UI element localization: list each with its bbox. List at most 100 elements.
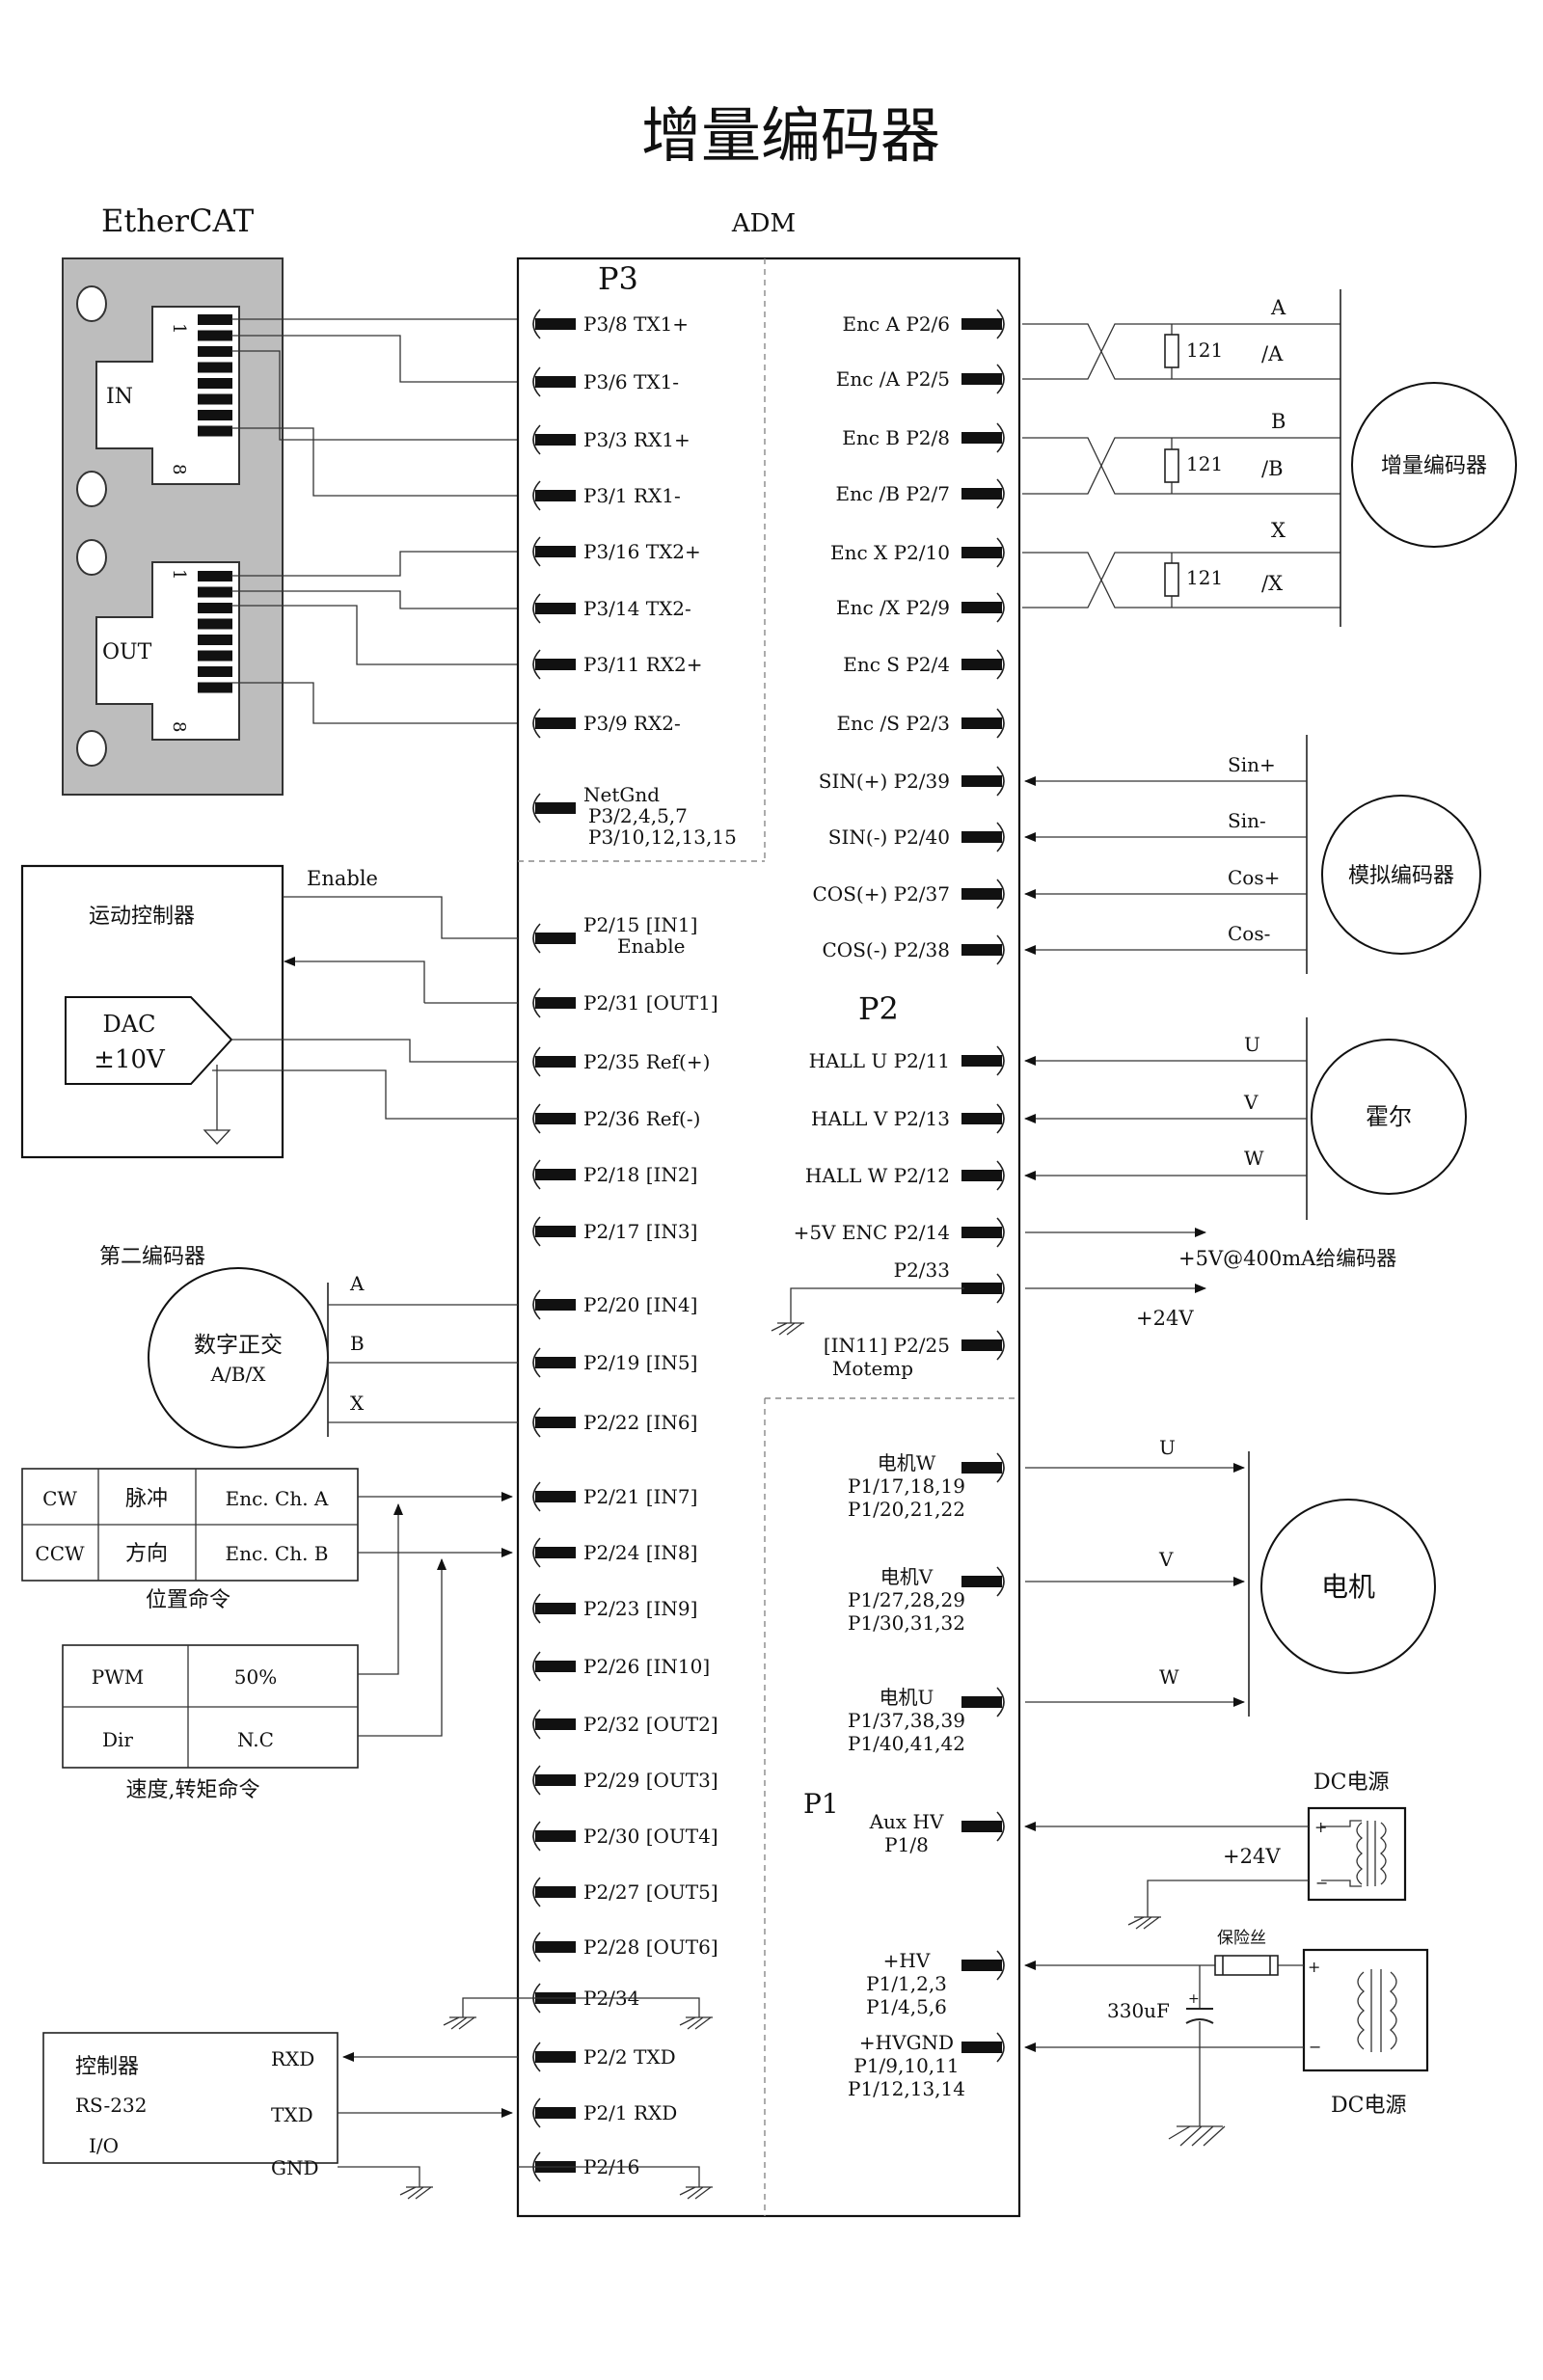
rs232-io-label: I/O (89, 2134, 119, 2157)
left-pin-12: P2/35 Ref(+) (532, 1046, 710, 1077)
motor-phase-v: V (1158, 1548, 1174, 1571)
pin-socket-icon (996, 934, 1005, 965)
rj45-out-pins (198, 571, 232, 693)
pin-socket-icon (532, 1347, 541, 1378)
left-pin-21: P2/23 [IN9] (532, 1593, 697, 1624)
left-pin-label: P2/31 [OUT1] (583, 991, 718, 1014)
ethercat-in-wires (231, 318, 518, 497)
pin-socket-icon (996, 1687, 1005, 1717)
analog-encoder-circle (1321, 795, 1481, 955)
pin-socket-icon (532, 1932, 541, 1962)
pin-socket-icon (996, 879, 1005, 909)
right-pin-sublabel: P1/4,5,6 (866, 1995, 947, 2018)
left-pin-22: P2/26 [IN10] (532, 1651, 710, 1682)
right-pin-label: SIN(-) P2/40 (828, 825, 950, 849)
right-pin-sublabel: P1/1,2,3 (866, 1972, 947, 1995)
pin-contact (535, 997, 576, 1009)
pin-socket-icon (996, 422, 1005, 453)
right-pin-sublabel: Motemp (832, 1357, 913, 1380)
pin-contact (535, 546, 576, 557)
analog-encoder-wiring (1024, 735, 1308, 974)
enc-signal-na: /A (1261, 342, 1284, 365)
port-in-pin-first: 1 (169, 323, 189, 334)
left-pin-5: P3/16 TX2+ (532, 536, 701, 567)
left-pin-label: P2/22 [IN6] (583, 1411, 697, 1434)
pin-contact (535, 318, 576, 330)
analog-encoder-name: 模拟编码器 (1348, 864, 1454, 888)
rs232-pin-rxd: RXD (271, 2047, 314, 2070)
left-pin-label: P2/20 [IN4] (583, 1293, 697, 1316)
port-out-pin-first: 1 (169, 569, 189, 580)
second-encoder-channels: A/B/X (210, 1363, 267, 1386)
pin-contact (961, 432, 1002, 444)
pin-socket-icon (996, 1045, 1005, 1076)
left-pin-24: P2/29 [OUT3] (532, 1765, 718, 1796)
right-pin-8: Enc /S P2/3 (837, 708, 1005, 739)
right-pin-15: HALL W P2/12 (805, 1160, 1005, 1191)
rj45-contact (198, 410, 232, 420)
pin-socket-icon (532, 1159, 541, 1190)
pin-contact (961, 1576, 1002, 1587)
left-pin-sublabel: P3/10,12,13,15 (588, 825, 737, 849)
pin-contact (961, 888, 1002, 900)
left-pin-20: P2/24 [IN8] (532, 1537, 697, 1568)
motor-phase-w: W (1159, 1665, 1179, 1689)
pin-socket-icon (532, 1216, 541, 1247)
pin-contact (961, 602, 1002, 613)
incremental-encoder-wiring (1022, 289, 1341, 627)
pin-contact (961, 831, 1002, 843)
pin-socket-icon (532, 1765, 541, 1796)
right-pin-sublabel: P1/27,28,29 (848, 1588, 965, 1611)
right-pin-sublabel: P1/8 (884, 1833, 929, 1856)
right-pin-7: Enc S P2/4 (843, 649, 1005, 680)
right-pin-label: Enc A P2/6 (843, 312, 950, 336)
pin-socket-icon (532, 1877, 541, 1907)
pin-socket-icon (532, 1537, 541, 1568)
pin-contact (961, 659, 1002, 670)
left-pin-17: P2/19 [IN5] (532, 1347, 697, 1378)
pos-cmd-cell-ench-a: Enc. Ch. A (226, 1487, 329, 1510)
pin-contact (535, 2107, 576, 2119)
left-pin-27: P2/28 [OUT6] (532, 1932, 718, 1962)
pin-socket-icon (532, 708, 541, 739)
left-pin-label: P2/15 [IN1] (583, 913, 697, 936)
pin-socket-icon (996, 309, 1005, 339)
pos-cmd-cell-ccw: CCW (35, 1542, 85, 1565)
left-pin-label: P2/26 [IN10] (583, 1655, 710, 1678)
left-pin-3: P3/3 RX1+ (532, 424, 690, 455)
incremental-encoder-circle (1351, 382, 1517, 548)
enable-wire-label: Enable (307, 867, 378, 890)
right-pin-1: Enc A P2/6 (843, 309, 1005, 339)
speed-command-caption: 速度,转矩命令 (126, 1778, 260, 1802)
rj45-contact (198, 314, 232, 325)
motor-name: 电机 (1321, 1571, 1375, 1603)
left-pin-label: P2/21 [IN7] (583, 1485, 697, 1508)
left-pin-13: P2/36 Ref(-) (532, 1103, 700, 1134)
left-pin-15: P2/17 [IN3] (532, 1216, 697, 1247)
pos-cmd-cell-dir: 方向 (125, 1542, 168, 1566)
resistor-value-3: 121 (1186, 566, 1223, 589)
rj45-contact (198, 571, 232, 581)
second-encoder-wiring (327, 1283, 518, 1437)
right-pin-16: +5V ENC P2/14 (794, 1217, 1005, 1248)
rj45-contact (198, 362, 232, 373)
right-pin-10: SIN(-) P2/40 (828, 822, 1005, 852)
left-pin-2: P3/6 TX1- (532, 366, 679, 397)
right-pin-3: Enc B P2/8 (842, 422, 1005, 453)
left-pin-6: P3/14 TX2- (532, 593, 691, 624)
adm-drive-box (516, 257, 1021, 2218)
right-pin-13: HALL U P2/11 (809, 1045, 1005, 1076)
pin-contact (535, 717, 576, 729)
left-pin-18: P2/22 [IN6] (532, 1407, 697, 1438)
pin-contact (535, 1603, 576, 1614)
encoder-24v-label: +24V (1136, 1307, 1194, 1330)
enc-signal-b: B (1271, 410, 1286, 433)
incremental-encoder-name: 增量编码器 (1381, 454, 1487, 478)
pin-contact (535, 434, 576, 446)
enc-signal-a: A (1270, 296, 1286, 319)
termination-resistor-ab (1164, 324, 1179, 379)
capacitor-label: 330uF (1107, 1999, 1170, 2022)
left-pin-label: P3/14 TX2- (583, 597, 691, 620)
